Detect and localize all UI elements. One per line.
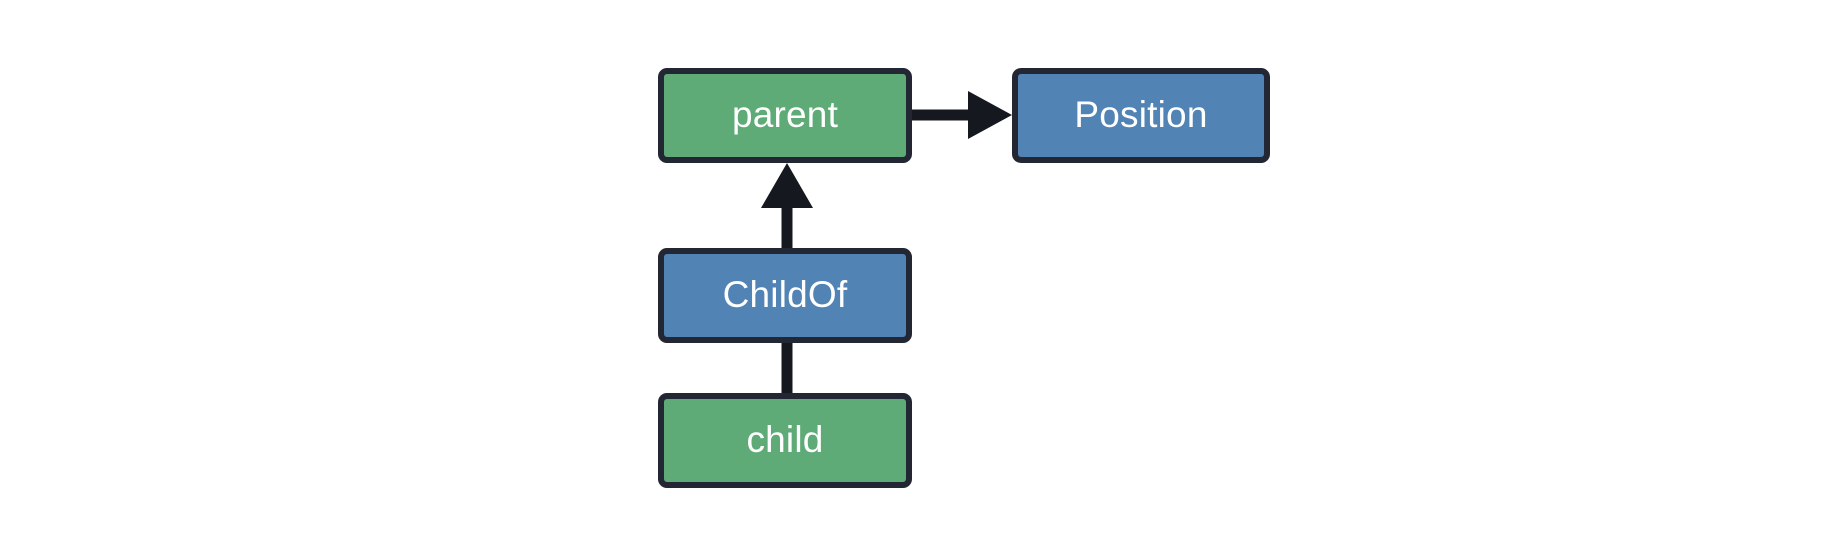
node-parent-label: parent [731,94,839,135]
node-parent[interactable]: parent [658,68,912,163]
edge-childof-to-parent [761,163,813,248]
node-child[interactable]: child [658,393,912,488]
node-position[interactable]: Position [1012,68,1270,163]
node-child-label: child [746,419,824,460]
edge-parent-to-position [912,91,1012,139]
node-childof-label: ChildOf [722,274,848,315]
node-position-label: Position [1074,94,1208,135]
node-childof[interactable]: ChildOf [658,248,912,343]
